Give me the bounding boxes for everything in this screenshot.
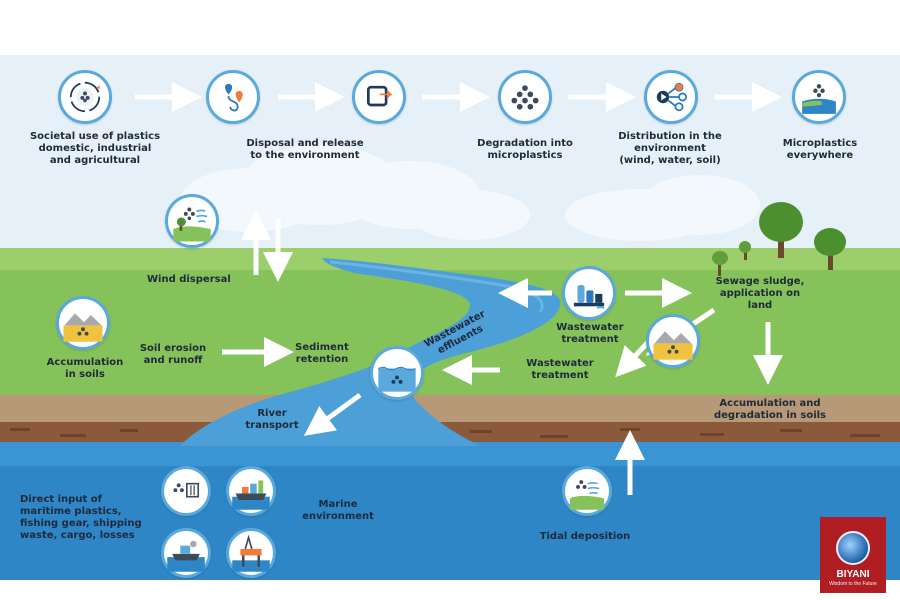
river bbox=[180, 258, 561, 446]
river-transport-label: River transport bbox=[245, 408, 299, 431]
wastewater-treatment-label-lower: Wastewater treatment bbox=[526, 358, 594, 381]
distribution-nodes-icon bbox=[644, 70, 698, 124]
flow-arrows bbox=[135, 82, 783, 495]
microplastics-everywhere-label: Microplastics everywhere bbox=[782, 138, 858, 161]
tidal-deposition-icon bbox=[562, 466, 612, 516]
route-pin-icon bbox=[206, 70, 260, 124]
soil-erosion-label: Soil erosion and runoff bbox=[139, 343, 207, 366]
degradation-microplastics-label: Degradation into microplastics bbox=[477, 138, 573, 161]
wind-dispersal-label: Wind dispersal bbox=[147, 274, 231, 285]
sewage-sludge-icon bbox=[646, 314, 700, 368]
wastewater-treatment-label-upper: Wastewater treatment bbox=[556, 322, 624, 345]
logo-tagline: Wisdom to the Future bbox=[829, 581, 877, 587]
pellets-icon bbox=[498, 70, 552, 124]
accumulation-in-soils-label: Accumulation in soils bbox=[46, 357, 124, 380]
globe-icon bbox=[836, 531, 870, 565]
fragment-icon bbox=[352, 70, 406, 124]
wind-dispersal-icon bbox=[165, 194, 219, 248]
disposal-release-label: Disposal and release to the environment bbox=[246, 138, 364, 161]
oil-platform-icon bbox=[226, 528, 276, 578]
wastewater-plant-icon bbox=[562, 266, 616, 320]
direct-input-label: Direct input of maritime plastics, fishi… bbox=[20, 494, 142, 541]
waste-container-icon bbox=[161, 466, 211, 516]
tidal-deposition-label: Tidal deposition bbox=[539, 531, 631, 542]
recycle-cycle-icon bbox=[58, 70, 112, 124]
sediment-water-icon bbox=[370, 346, 424, 400]
earth-particles-icon bbox=[792, 70, 846, 124]
sediment-retention-label: Sediment retention bbox=[295, 342, 349, 365]
cargo-ship-icon bbox=[226, 466, 276, 516]
ship-waste-icon bbox=[161, 528, 211, 578]
logo-name: BIYANI bbox=[836, 569, 870, 580]
distribution-environment-label: Distribution in the environment (wind, w… bbox=[618, 131, 722, 166]
cloud-shapes bbox=[180, 145, 760, 241]
marine-environment-label: Marine environment bbox=[302, 499, 374, 522]
soil-accumulation-icon bbox=[56, 296, 110, 350]
societal-use-label: Societal use of plastics domestic, indus… bbox=[29, 131, 161, 166]
biyani-logo: BIYANI Wisdom to the Future bbox=[820, 517, 886, 593]
trees bbox=[712, 202, 846, 276]
sewage-sludge-label: Sewage sludge, application on land bbox=[715, 276, 805, 311]
soil-band bbox=[0, 395, 900, 425]
accumulation-degradation-label: Accumulation and degradation in soils bbox=[713, 398, 827, 421]
